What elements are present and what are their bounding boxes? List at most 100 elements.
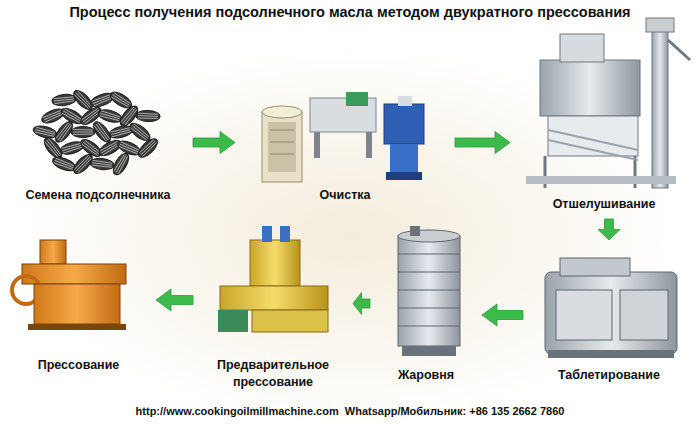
sunflower-seeds-part-part [131, 127, 147, 140]
sunflower-seeds-part-part [84, 140, 100, 152]
pre-press-machine-part [220, 286, 328, 310]
sunflower-seeds-part-part [112, 132, 132, 137]
cleaning-machines-part [262, 112, 302, 182]
sunflower-seeds-part-part [92, 165, 112, 168]
sunflower-seeds-part-part [64, 109, 82, 119]
husking-machine-part [652, 20, 668, 188]
flow-arrow-part [482, 304, 523, 326]
cleaning-machines-part [398, 96, 412, 106]
sunflower-seeds-part-part [118, 156, 128, 174]
sunflower-seeds-part-part [74, 155, 88, 170]
sunflower-seeds-part-part [73, 129, 93, 131]
flow-arrow-part [193, 132, 235, 154]
flow-arrow [156, 289, 193, 311]
sunflower-seeds-part-part [92, 163, 112, 165]
husking-machine-part [540, 60, 640, 116]
sunflower-seeds-part-part [74, 94, 88, 109]
sunflower-seeds-part [97, 107, 123, 124]
step-label: Семена подсолнечника [26, 187, 171, 204]
roaster-part [398, 236, 460, 346]
sunflower-seeds-part-part [45, 141, 58, 157]
sunflower-seeds-part [110, 151, 132, 177]
contact-footer: http://www.cookingoilmillmachine.com Wha… [0, 405, 700, 417]
screw-press-part [28, 324, 126, 330]
sunflower-seeds-part-part [114, 154, 124, 172]
cleaning-machines-part [390, 144, 418, 172]
sunflower-seeds-part-part [83, 110, 99, 122]
cleaning-machines-part [366, 132, 372, 158]
flaking-mill-part [620, 290, 668, 340]
sunflower-seeds-part-part [111, 127, 131, 132]
flow-arrow-part [156, 289, 193, 311]
pre-press-machine-part [218, 310, 248, 332]
sunflower-seeds-part-part [47, 140, 60, 156]
flow-arrow-part [353, 293, 370, 315]
flaking-mill-part [556, 290, 612, 340]
pre-press-machine-part [250, 240, 300, 286]
sunflower-seeds-part-part [136, 110, 160, 122]
step-label: Прессование [38, 357, 120, 374]
sunflower-seeds-part-part [35, 130, 54, 135]
roaster-part [398, 230, 460, 242]
sunflower-seeds-part-part [96, 124, 108, 140]
step-label: Предварительное прессование [201, 357, 345, 391]
sunflower-seeds-part-part [77, 158, 91, 173]
sunflower-seeds-part-part [142, 142, 157, 156]
pre-press-machine-part [280, 226, 290, 242]
screw-press-part [34, 284, 120, 324]
pre-press-machine-part [262, 226, 272, 242]
sunflower-seeds-part-part [82, 108, 98, 120]
sunflower-seeds-part-part [71, 127, 95, 138]
sunflower-seeds-part-part [54, 162, 73, 170]
process-step: Семена подсолнечника [8, 80, 188, 205]
sunflower-seeds-part-part [73, 132, 93, 133]
cleaning-machines-part [270, 142, 294, 143]
sunflower-seeds-part [136, 136, 161, 161]
flow-arrow-part [598, 219, 620, 240]
sunflower-seeds-part-part [141, 141, 155, 155]
flow-arrow-part [455, 132, 510, 154]
sunflower-seeds-part-part [138, 113, 158, 114]
sunflower-seeds-part-part [51, 155, 77, 174]
sunflower-seeds-part-part [121, 107, 134, 123]
sunflower-seeds-part-part [32, 124, 58, 140]
husking-machine-part [526, 176, 676, 184]
flaking-mill [545, 258, 677, 358]
sunflower-seeds-part-part [110, 151, 132, 177]
sunflower-seeds-part-part [77, 91, 91, 106]
sunflower-seeds-part-part [116, 155, 126, 172]
cleaning-machines-part [346, 92, 368, 106]
roaster-part [398, 254, 460, 255]
cleaning-machines-part [262, 106, 302, 118]
sunflower-seeds-part [89, 157, 114, 171]
sunflower-seeds-part-part [94, 125, 106, 141]
husking-machine-part [548, 130, 638, 150]
flow-arrow [353, 293, 370, 315]
sunflower-seeds-part-part [76, 157, 90, 171]
step-label: Очистка [320, 187, 371, 204]
process-step: Прессование [6, 225, 151, 375]
cleaning-machines-part [268, 122, 296, 172]
sunflower-seeds [32, 88, 160, 178]
sunflower-seeds-part-part [111, 96, 128, 107]
cleaning-machines-part [384, 104, 424, 144]
sunflower-seeds-part-part [93, 98, 112, 106]
cleaning-machines-part [386, 172, 422, 180]
screw-press-part [40, 240, 66, 264]
sunflower-seeds-part-part [76, 93, 90, 107]
sunflower-seeds-part-part [45, 114, 64, 122]
roaster-part [410, 226, 420, 236]
sunflower-seeds-part-part [101, 143, 118, 153]
step-label: Жаровня [398, 367, 454, 384]
husking-machine-part [646, 18, 674, 32]
sunflower-seeds-part-part [111, 130, 130, 135]
sunflower-seeds-part-part [54, 96, 74, 99]
process-step: Предварительное прессование [198, 220, 348, 392]
sunflower-seeds-part-part [56, 123, 68, 139]
sunflower-seeds-part-part [124, 109, 137, 125]
flaking-mill-part [560, 258, 630, 276]
process-step: Очистка [240, 80, 450, 205]
pre-press-machine-part [252, 310, 328, 332]
sunflower-seeds-part-part [89, 157, 114, 171]
step-label: Отшелушивание [553, 196, 656, 213]
